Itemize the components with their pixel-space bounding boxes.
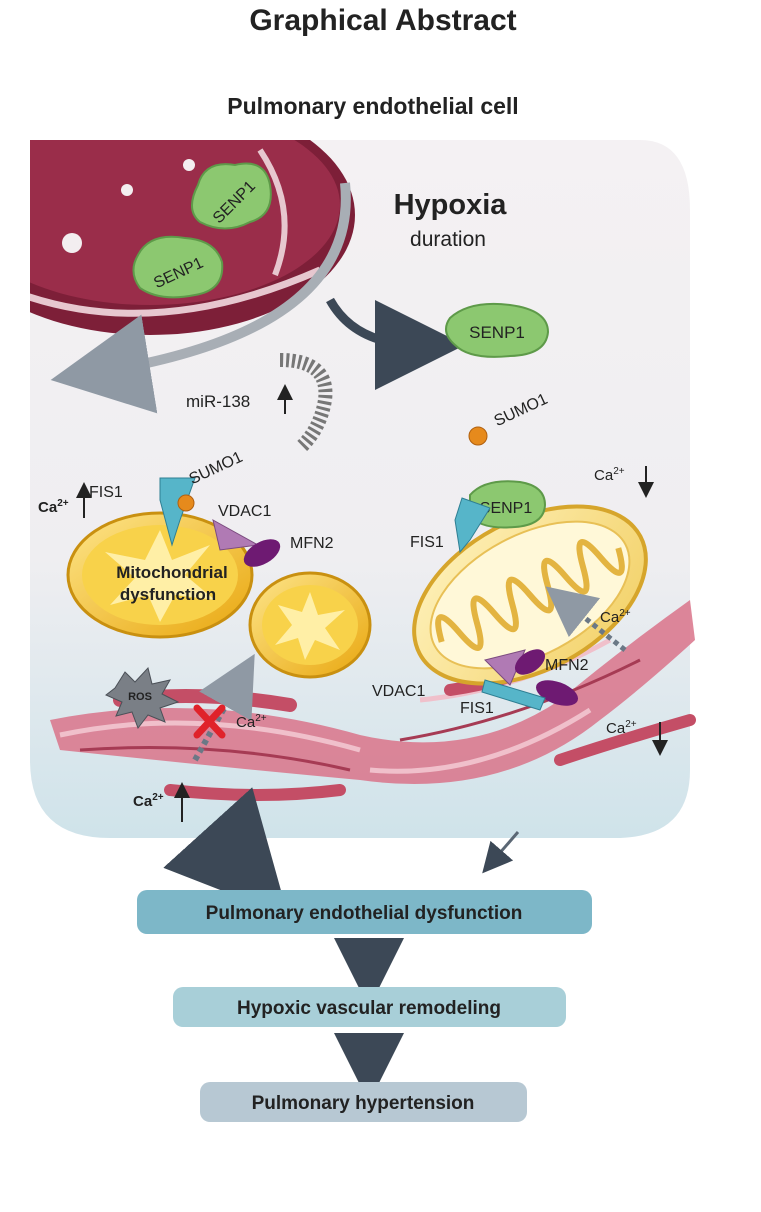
flow-text-1: Pulmonary endothelial dysfunction (206, 903, 523, 924)
hypoxia-title: Hypoxia (394, 189, 508, 221)
vdac1-label-right: VDAC1 (372, 683, 425, 700)
sumo1-ball-left (177, 494, 195, 512)
vdac1-label-left: VDAC1 (218, 503, 271, 520)
translocation-arrow (326, 297, 465, 390)
senp1-protein-mito: SENP1 (469, 480, 547, 529)
flow-text-2: Hypoxic vascular remodeling (237, 998, 501, 1019)
mir138-label: miR-138 (186, 392, 250, 411)
mfn2-protein-right-1 (514, 649, 546, 675)
flow-box-2 (173, 987, 566, 1027)
fis1-protein-right-bottom (481, 679, 546, 711)
fis1-label-left: FIS1 (89, 484, 123, 501)
mfn2-protein-left (243, 539, 281, 567)
mfn2-label-right: MFN2 (545, 657, 589, 674)
vdac1-protein-left (212, 519, 260, 551)
page-title: Graphical Abstract (249, 4, 516, 37)
mir138-swirl-icon (279, 353, 333, 454)
block-x-icon (193, 704, 226, 739)
flow-arrow-right (482, 831, 520, 874)
ca-transfer-arrow (545, 586, 627, 652)
mitochondrion-dysfunctional-small (248, 571, 372, 679)
mfn2-label-left: MFN2 (290, 535, 334, 552)
cell-subtitle: Pulmonary endothelial cell (227, 93, 518, 119)
ca-label-blocked: Ca2+ (236, 713, 267, 731)
senp1-protein-nucleus-2: SENP1 (132, 235, 224, 299)
mitochondrion-dysfunctional-large (66, 511, 254, 639)
ros-label: ROS (128, 691, 152, 703)
export-arrow (50, 182, 351, 414)
hypoxia-duration: duration (410, 228, 486, 251)
ros-burst-icon: ROS (105, 666, 180, 730)
sumo1-ball (468, 426, 488, 446)
ca-label-er-left: Ca2+ (133, 792, 164, 810)
senp1-label: SENP1 (480, 500, 533, 517)
ca-label-mito-left: Ca2+ (38, 498, 69, 516)
ca-label-transfer: Ca2+ (600, 608, 631, 626)
senp1-label: SENP1 (469, 323, 525, 342)
senp1-protein-nucleus-1: SENP1 (191, 162, 272, 230)
mito-dysfunction-label-2: dysfunction (120, 585, 216, 604)
fis1-label-right-top: FIS1 (410, 534, 444, 551)
flow-box-1 (137, 890, 592, 934)
fis1-protein-right-top (454, 497, 491, 554)
senp1-protein-cytosol: SENP1 (445, 302, 550, 358)
flow-box-3 (200, 1082, 527, 1122)
mfn2-protein-right-2 (535, 680, 579, 706)
ca-label-mito-right: Ca2+ (594, 466, 625, 484)
ca-label-er-right: Ca2+ (606, 719, 637, 737)
flow-arrow-left (163, 787, 289, 917)
fis1-label-right-bottom: FIS1 (460, 700, 494, 717)
ca-transfer-blocked-arrow (192, 653, 255, 762)
mito-dysfunction-label-1: Mitochondrial (116, 563, 227, 582)
flow-text-3: Pulmonary hypertension (252, 1093, 475, 1114)
